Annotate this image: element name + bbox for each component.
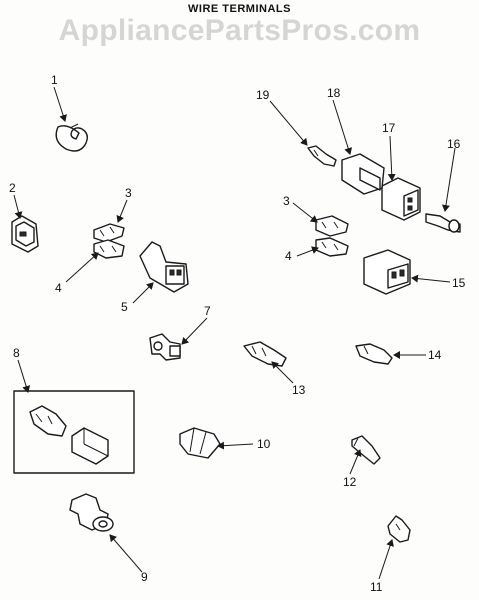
diagram-title: WIRE TERMINALS [188,3,291,15]
callout-11: 11 [370,580,383,594]
part-19-terminal[interactable] [307,145,337,167]
part-4-terminal-right[interactable] [315,237,349,257]
part-11-terminal[interactable] [387,515,411,543]
part-16-pin[interactable] [425,213,461,233]
part-1-wire-clip[interactable] [55,123,89,152]
leader-4-left [65,252,99,283]
callout-10: 10 [257,437,271,451]
callout-3-left: 3 [125,186,132,200]
part-9-ring-terminal[interactable] [69,493,114,532]
leader-10 [217,441,254,450]
leader-18 [332,99,353,155]
callout-7: 7 [204,304,211,318]
leader-16 [441,147,456,212]
leader-5 [132,282,154,304]
part-15-connector-housing[interactable] [363,249,411,295]
part-2-clamp[interactable] [11,215,39,253]
leader-8 [17,359,31,393]
callout-4-left: 4 [55,281,62,295]
part-3-terminal-right[interactable] [315,215,349,237]
callout-8: 8 [13,346,20,360]
part-17-connector[interactable] [381,177,421,221]
part-18-connector[interactable] [341,153,385,195]
callout-16: 16 [447,137,461,151]
callout-9: 9 [141,570,148,584]
part-14-terminal[interactable] [355,343,393,365]
callout-15: 15 [452,276,466,290]
callout-19: 19 [256,88,270,102]
callout-14: 14 [428,348,442,362]
callout-13: 13 [292,383,306,397]
part-12-insulated-terminal[interactable] [351,435,381,465]
part-10-insulated-terminal[interactable] [179,427,221,459]
leader-1 [53,86,67,122]
part-8-terminal-kit[interactable] [13,390,135,474]
callout-18: 18 [327,86,341,100]
part-5-connector-housing[interactable] [139,241,189,293]
leader-3-left [116,199,128,223]
leader-19 [269,100,308,146]
callout-3-right: 3 [283,194,290,208]
leader-9 [109,534,143,573]
callout-17: 17 [382,121,396,135]
leader-15 [411,274,451,283]
watermark: AppliancePartsPros.com [58,14,421,47]
leader-4-right [296,246,319,257]
callout-1: 1 [51,73,58,87]
leader-17 [387,135,396,181]
part-3-terminal-left[interactable] [93,223,125,243]
callout-2: 2 [9,181,16,195]
leader-13 [271,361,294,384]
leader-7 [181,317,208,345]
part-13-terminal[interactable] [243,341,287,367]
callout-5: 5 [121,300,128,314]
part-7-elbow-terminal[interactable] [149,333,181,361]
callout-4-right: 4 [285,249,292,263]
leader-12 [349,449,362,475]
leader-2 [13,194,23,219]
leader-11 [378,539,394,580]
part-4-terminal-left[interactable] [93,239,125,259]
leader-3-right [292,202,318,223]
callout-12: 12 [343,475,357,489]
